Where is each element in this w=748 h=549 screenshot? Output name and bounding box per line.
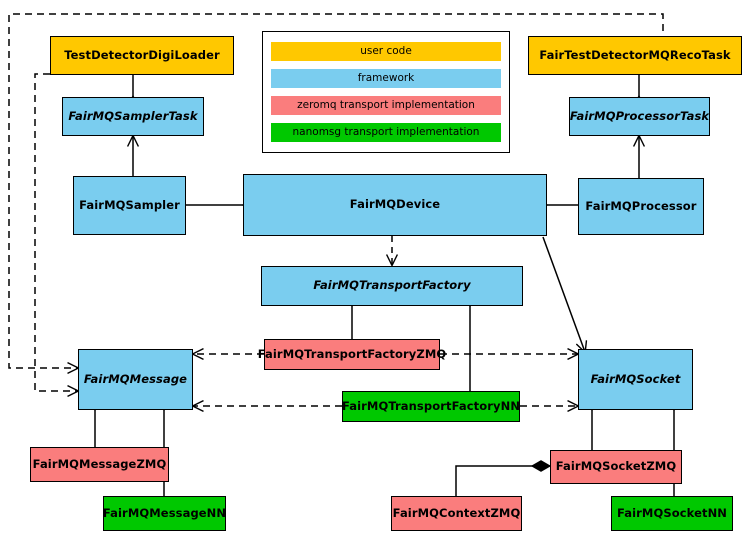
class-box-fair-mq-sampler[interactable]: FairMQSampler <box>73 176 186 235</box>
class-box-fair-mq-socket-nn[interactable]: FairMQSocketNN <box>611 496 733 531</box>
legend-panel: user code framework zeromq transport imp… <box>262 31 510 153</box>
class-box-fair-mq-transport-factory-nn[interactable]: FairMQTransportFactoryNN <box>342 391 520 422</box>
class-box-test-detector-digi-loader[interactable]: TestDetectorDigiLoader <box>50 36 234 75</box>
class-box-fair-test-detector-mq-reco-task[interactable]: FairTestDetectorMQRecoTask <box>528 36 742 75</box>
class-box-fair-mq-socket[interactable]: FairMQSocket <box>578 349 693 410</box>
class-box-fair-mq-transport-factory[interactable]: FairMQTransportFactory <box>261 266 523 306</box>
legend-item-nanomsg: nanomsg transport implementation <box>271 123 501 142</box>
legend-item-user-code: user code <box>271 42 501 61</box>
edge-contextzmq-to-socketzmq <box>455 466 550 496</box>
legend-item-framework: framework <box>271 69 501 88</box>
class-box-fair-mq-message[interactable]: FairMQMessage <box>78 349 193 410</box>
class-box-fair-mq-transport-factory-zmq[interactable]: FairMQTransportFactoryZMQ <box>258 339 446 370</box>
class-box-fair-mq-message-nn[interactable]: FairMQMessageNN <box>103 496 226 531</box>
class-box-fair-mq-device[interactable]: FairMQDevice <box>243 174 547 236</box>
class-box-fair-mq-message-zmq[interactable]: FairMQMessageZMQ <box>30 447 169 482</box>
class-box-fair-mq-sampler-task[interactable]: FairMQSamplerTask <box>62 97 204 136</box>
legend-item-zeromq: zeromq transport implementation <box>271 96 501 115</box>
class-box-fair-mq-processor-task[interactable]: FairMQProcessorTask <box>569 97 710 136</box>
class-box-fair-mq-processor[interactable]: FairMQProcessor <box>578 178 704 235</box>
class-box-fair-mq-socket-zmq[interactable]: FairMQSocketZMQ <box>550 450 682 484</box>
class-box-fair-mq-context-zmq[interactable]: FairMQContextZMQ <box>391 496 522 531</box>
edge-device-to-socket <box>542 236 585 352</box>
